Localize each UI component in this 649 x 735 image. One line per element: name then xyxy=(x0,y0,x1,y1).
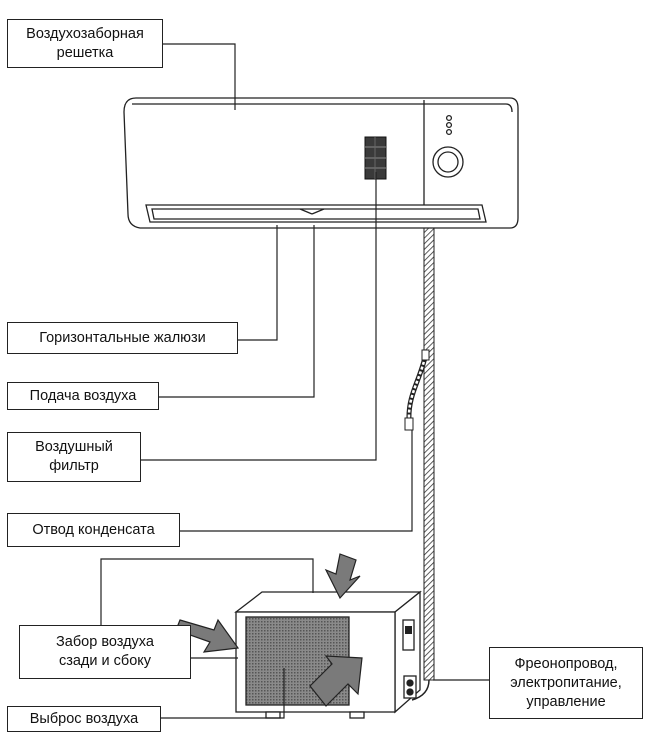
label-air-filter-line-1: Воздушный xyxy=(35,439,113,455)
arrow-exhaust xyxy=(309,655,363,707)
piping-run xyxy=(404,227,435,701)
label-air-supply-text: Подача воздуха xyxy=(29,387,137,404)
label-piping-line-3: управление xyxy=(526,693,606,710)
label-intake-rear-side-line-2: сзади и сбоку xyxy=(58,653,152,669)
label-intake-rear-side-line-1: Забор воздуха xyxy=(56,634,154,650)
label-piping-line-1: Фреонопровод, xyxy=(514,655,618,672)
label-piping-line-2: электропитание, xyxy=(510,674,622,691)
label-intake-rear-side: Забор воздуха сзади и сбоку xyxy=(19,625,191,679)
label-air-filter: Воздушный фильтр xyxy=(7,432,141,482)
outdoor-unit xyxy=(234,590,422,719)
air-filter-block xyxy=(364,136,387,180)
label-horizontal-louvers-text: Горизонтальные жалюзи xyxy=(39,329,206,346)
label-piping: Фреонопровод, электропитание, управление xyxy=(489,647,643,719)
label-condensate-drain: Отвод конденсата xyxy=(7,513,180,547)
label-air-supply: Подача воздуха xyxy=(7,382,159,410)
label-horizontal-louvers: Горизонтальные жалюзи xyxy=(7,322,238,354)
label-air-intake-grille-line-1: Воздухозаборная xyxy=(26,25,144,42)
label-air-intake-grille: Воздухозаборная решетка xyxy=(7,19,163,68)
arrow-top-intake xyxy=(324,553,361,600)
label-air-exhaust-text: Выброс воздуха xyxy=(29,710,139,727)
indoor-unit xyxy=(123,97,519,229)
label-air-intake-grille-line-2: решетка xyxy=(56,44,114,61)
label-air-filter-line-2: фильтр xyxy=(49,458,99,474)
label-condensate-drain-text: Отвод конденсата xyxy=(32,521,155,538)
label-air-exhaust: Выброс воздуха xyxy=(7,706,161,732)
leader-lines xyxy=(100,43,489,719)
